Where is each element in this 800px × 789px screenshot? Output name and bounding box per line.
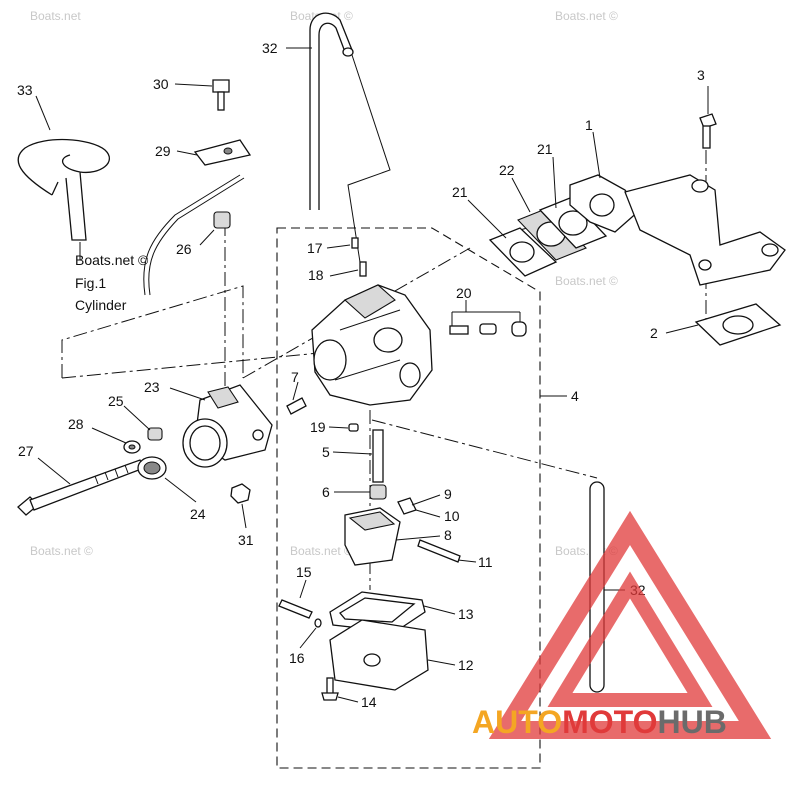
callout-30: 30 — [153, 76, 169, 92]
small-parts-left — [123, 427, 167, 480]
callout-32-top: 32 — [262, 40, 278, 56]
tube-32-top — [309, 12, 391, 276]
callout-26: 26 — [176, 241, 192, 257]
callout-11: 11 — [478, 554, 493, 570]
adaptor-23 — [182, 384, 273, 468]
watermark: Boats.net © — [555, 274, 618, 288]
float-bowl — [321, 591, 429, 701]
callout-12: 12 — [458, 657, 474, 673]
callout-31: 31 — [238, 532, 254, 548]
callout-7: 7 — [291, 369, 299, 385]
note-watermark: Boats.net © — [75, 252, 149, 268]
logo-text-moto: MOTO — [562, 704, 657, 740]
callout-8: 8 — [444, 527, 452, 543]
bolt-27 — [17, 459, 145, 516]
callout-23: 23 — [144, 379, 160, 395]
callout-3: 3 — [697, 67, 705, 83]
callout-33: 33 — [17, 82, 33, 98]
callout-24: 24 — [190, 506, 206, 522]
logo-text-auto: AUTO — [472, 704, 562, 740]
callout-20: 20 — [456, 285, 472, 301]
callout-16: 16 — [289, 650, 305, 666]
callout-17: 17 — [307, 240, 323, 256]
screws-small — [286, 321, 527, 432]
note-cylinder: Cylinder — [75, 297, 127, 313]
logo-triangle-outer — [488, 510, 772, 739]
figure-note: Boats.net © Fig.1 Cylinder — [75, 252, 149, 313]
callout-29: 29 — [155, 143, 171, 159]
callout-10: 10 — [444, 508, 460, 524]
callout-22: 22 — [499, 162, 515, 178]
logo-text-hub: HUB — [657, 704, 726, 740]
hose-33 — [17, 138, 111, 241]
callout-6: 6 — [322, 484, 330, 500]
callout-2: 2 — [650, 325, 658, 341]
callout-18: 18 — [308, 267, 324, 283]
watermark: Boats.net © — [30, 544, 93, 558]
callout-14: 14 — [361, 694, 377, 710]
callout-13: 13 — [458, 606, 474, 622]
callout-4: 4 — [571, 388, 579, 404]
callout-21-right: 21 — [537, 141, 553, 157]
watermark: Boats.net © — [290, 544, 353, 558]
note-fig: Fig.1 — [75, 275, 106, 291]
logo-triangle-inner — [547, 571, 713, 707]
cable-bracket-parts — [143, 79, 252, 296]
watermarks: Boats.net Boats.net © Boats.net © Boats.… — [30, 9, 618, 558]
callout-19: 19 — [310, 419, 326, 435]
callout-15: 15 — [296, 564, 312, 580]
leader-lines — [35, 47, 709, 703]
gaskets — [488, 197, 782, 346]
automotohub-logo: AUTOMOTOHUB — [472, 510, 772, 740]
callout-5: 5 — [322, 444, 330, 460]
manifold-1 — [569, 113, 786, 286]
callout-9: 9 — [444, 486, 452, 502]
callout-1: 1 — [585, 117, 593, 133]
callout-25: 25 — [108, 393, 124, 409]
watermark: Boats.net — [30, 9, 81, 23]
watermark: Boats.net © — [555, 9, 618, 23]
callout-27: 27 — [18, 443, 34, 459]
callout-28: 28 — [68, 416, 84, 432]
svg-text:AUTOMOTOHUB: AUTOMOTOHUB — [472, 704, 727, 740]
nut-31 — [230, 483, 251, 504]
float-parts — [344, 429, 461, 566]
callout-labels: 33 30 29 26 32 17 18 20 7 19 5 6 9 10 8 … — [17, 40, 705, 710]
callout-21-left: 21 — [452, 184, 468, 200]
carburettor-body — [311, 237, 433, 406]
needle-screw — [278, 599, 322, 628]
assembly-boundary-4 — [276, 227, 541, 769]
